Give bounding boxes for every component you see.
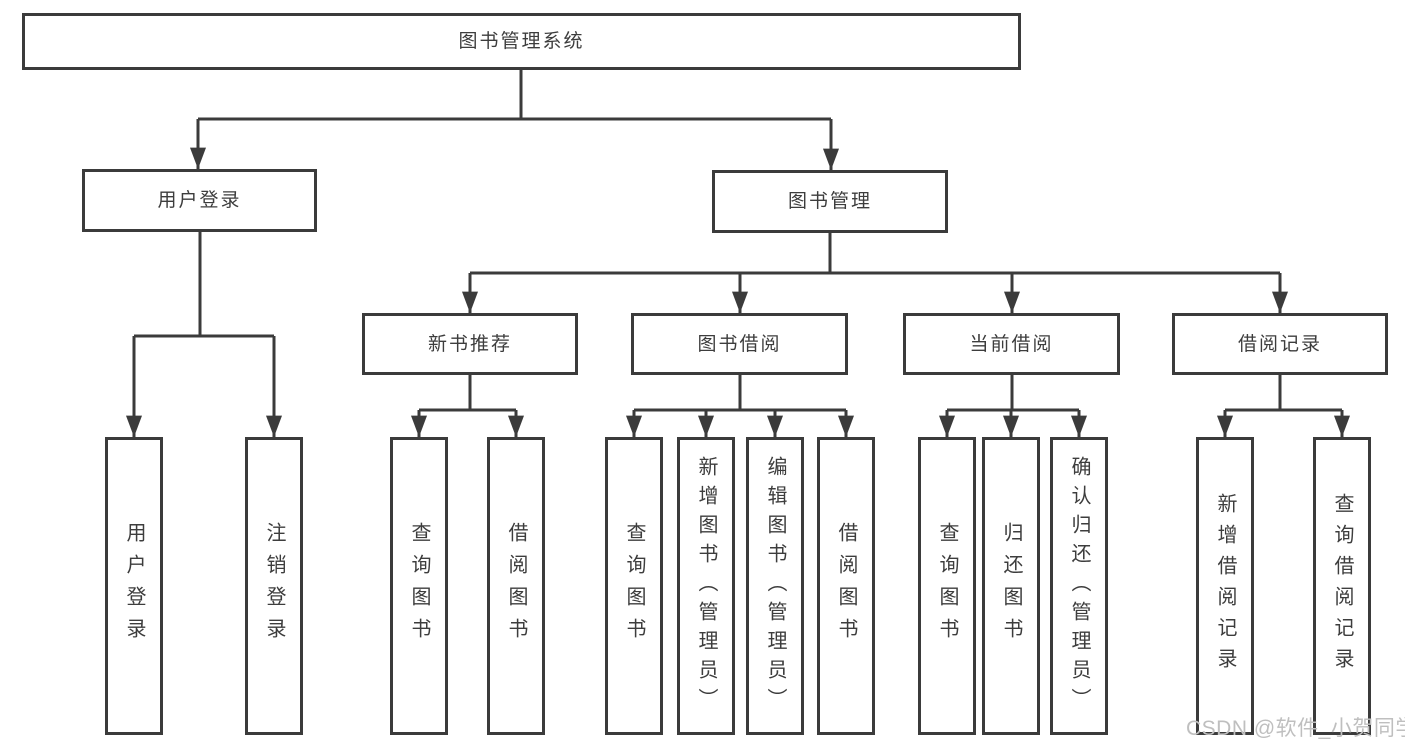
- leaf-add-books-admin: 新增图书（管理员）: [677, 437, 735, 735]
- leaf-query-borrow-record: 查询借阅记录: [1313, 437, 1371, 735]
- leaf-query-books-borrowing: 查询图书: [605, 437, 663, 735]
- leaf-query-books-recommend: 查询图书: [390, 437, 448, 735]
- leaf-logout-login: 注销登录: [245, 437, 303, 735]
- leaf-user-login: 用户登录: [105, 437, 163, 735]
- node-library-management-system: 图书管理系统: [22, 13, 1021, 70]
- leaf-borrow-books-borrowing: 借阅图书: [817, 437, 875, 735]
- connector-trunk-lines: [134, 70, 1342, 412]
- leaf-return-books: 归还图书: [982, 437, 1040, 735]
- leaf-borrow-books-recommend: 借阅图书: [487, 437, 545, 735]
- node-current-borrowing: 当前借阅: [903, 313, 1120, 375]
- node-book-management: 图书管理: [712, 170, 948, 233]
- connector-arrow-stems: [126, 119, 1350, 437]
- leaf-edit-books-admin: 编辑图书（管理员）: [746, 437, 804, 735]
- node-book-borrowing: 图书借阅: [631, 313, 848, 375]
- leaf-add-borrow-record: 新增借阅记录: [1196, 437, 1254, 735]
- watermark: CSDN @软件_小贺同学: [1186, 717, 1405, 740]
- leaf-query-books-current: 查询图书: [918, 437, 976, 735]
- node-user-login: 用户登录: [82, 169, 317, 232]
- node-borrowing-records: 借阅记录: [1172, 313, 1388, 375]
- node-new-book-recommendation: 新书推荐: [362, 313, 578, 375]
- leaf-confirm-return-admin: 确认归还（管理员）: [1050, 437, 1108, 735]
